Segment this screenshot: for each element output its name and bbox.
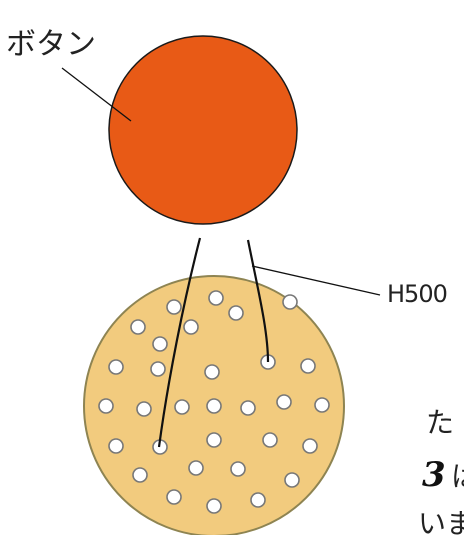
button-circle: [108, 35, 298, 225]
hole: [166, 299, 182, 315]
cropped-numeral: 3: [422, 455, 446, 495]
hole: [206, 498, 222, 514]
hole: [150, 361, 166, 377]
hole: [250, 492, 266, 508]
hole: [174, 399, 190, 415]
hole: [302, 438, 318, 454]
hole: [108, 438, 124, 454]
button-leader-line: [61, 67, 132, 122]
hole: [206, 398, 222, 414]
hole: [183, 319, 199, 335]
cropped-text-imasu: います: [418, 507, 464, 535]
hole: [208, 290, 224, 306]
h500-label: H500: [387, 280, 448, 308]
hole: [132, 467, 148, 483]
h500-leader-line: [251, 265, 381, 296]
hole: [276, 394, 292, 410]
thread-right: [246, 239, 270, 363]
thread-left: [157, 237, 202, 448]
hole: [314, 397, 330, 413]
hole: [262, 432, 278, 448]
hole: [136, 401, 152, 417]
hole: [240, 400, 256, 416]
hole: [230, 461, 246, 477]
hole: [204, 364, 220, 380]
hole: [284, 472, 300, 488]
hole: [300, 358, 316, 374]
hole: [206, 432, 222, 448]
cropped-text-ha: は: [451, 463, 464, 491]
hole: [108, 359, 124, 375]
hole: [188, 460, 204, 476]
hole: [166, 489, 182, 505]
button-label: ボタン: [6, 27, 96, 62]
hole: [228, 305, 244, 321]
cropped-text-ta: た: [426, 406, 455, 439]
hole: [130, 319, 146, 335]
hole: [98, 398, 114, 414]
hole: [282, 294, 298, 310]
sieve-holes: [98, 290, 330, 514]
hole: [152, 336, 168, 352]
